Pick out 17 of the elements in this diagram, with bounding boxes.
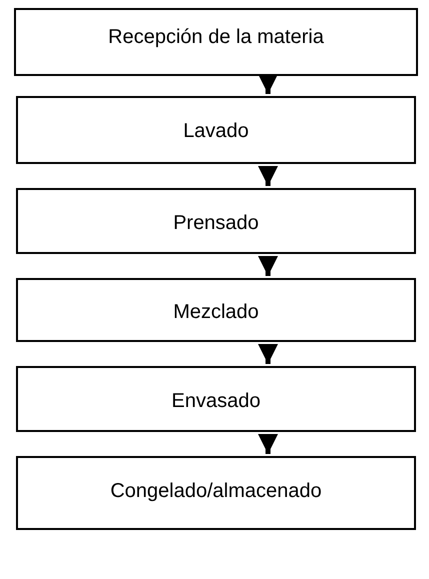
step-label: Mezclado (173, 301, 259, 324)
process-box (16, 188, 416, 254)
arrow (258, 434, 278, 454)
step-label: Lavado (183, 120, 249, 143)
process-box (16, 366, 416, 432)
arrow (258, 74, 278, 94)
process-box (14, 8, 418, 76)
step-label: Congelado/almacenado (110, 480, 322, 503)
arrow (258, 344, 278, 364)
process-box (16, 456, 416, 530)
arrow (258, 256, 278, 276)
step-label: Prensado (173, 212, 259, 235)
process-box (16, 96, 416, 164)
step-label: Envasado (172, 390, 260, 413)
process-box (16, 278, 416, 342)
arrow (258, 166, 278, 186)
step-label: Recepción de la materia (108, 26, 324, 49)
